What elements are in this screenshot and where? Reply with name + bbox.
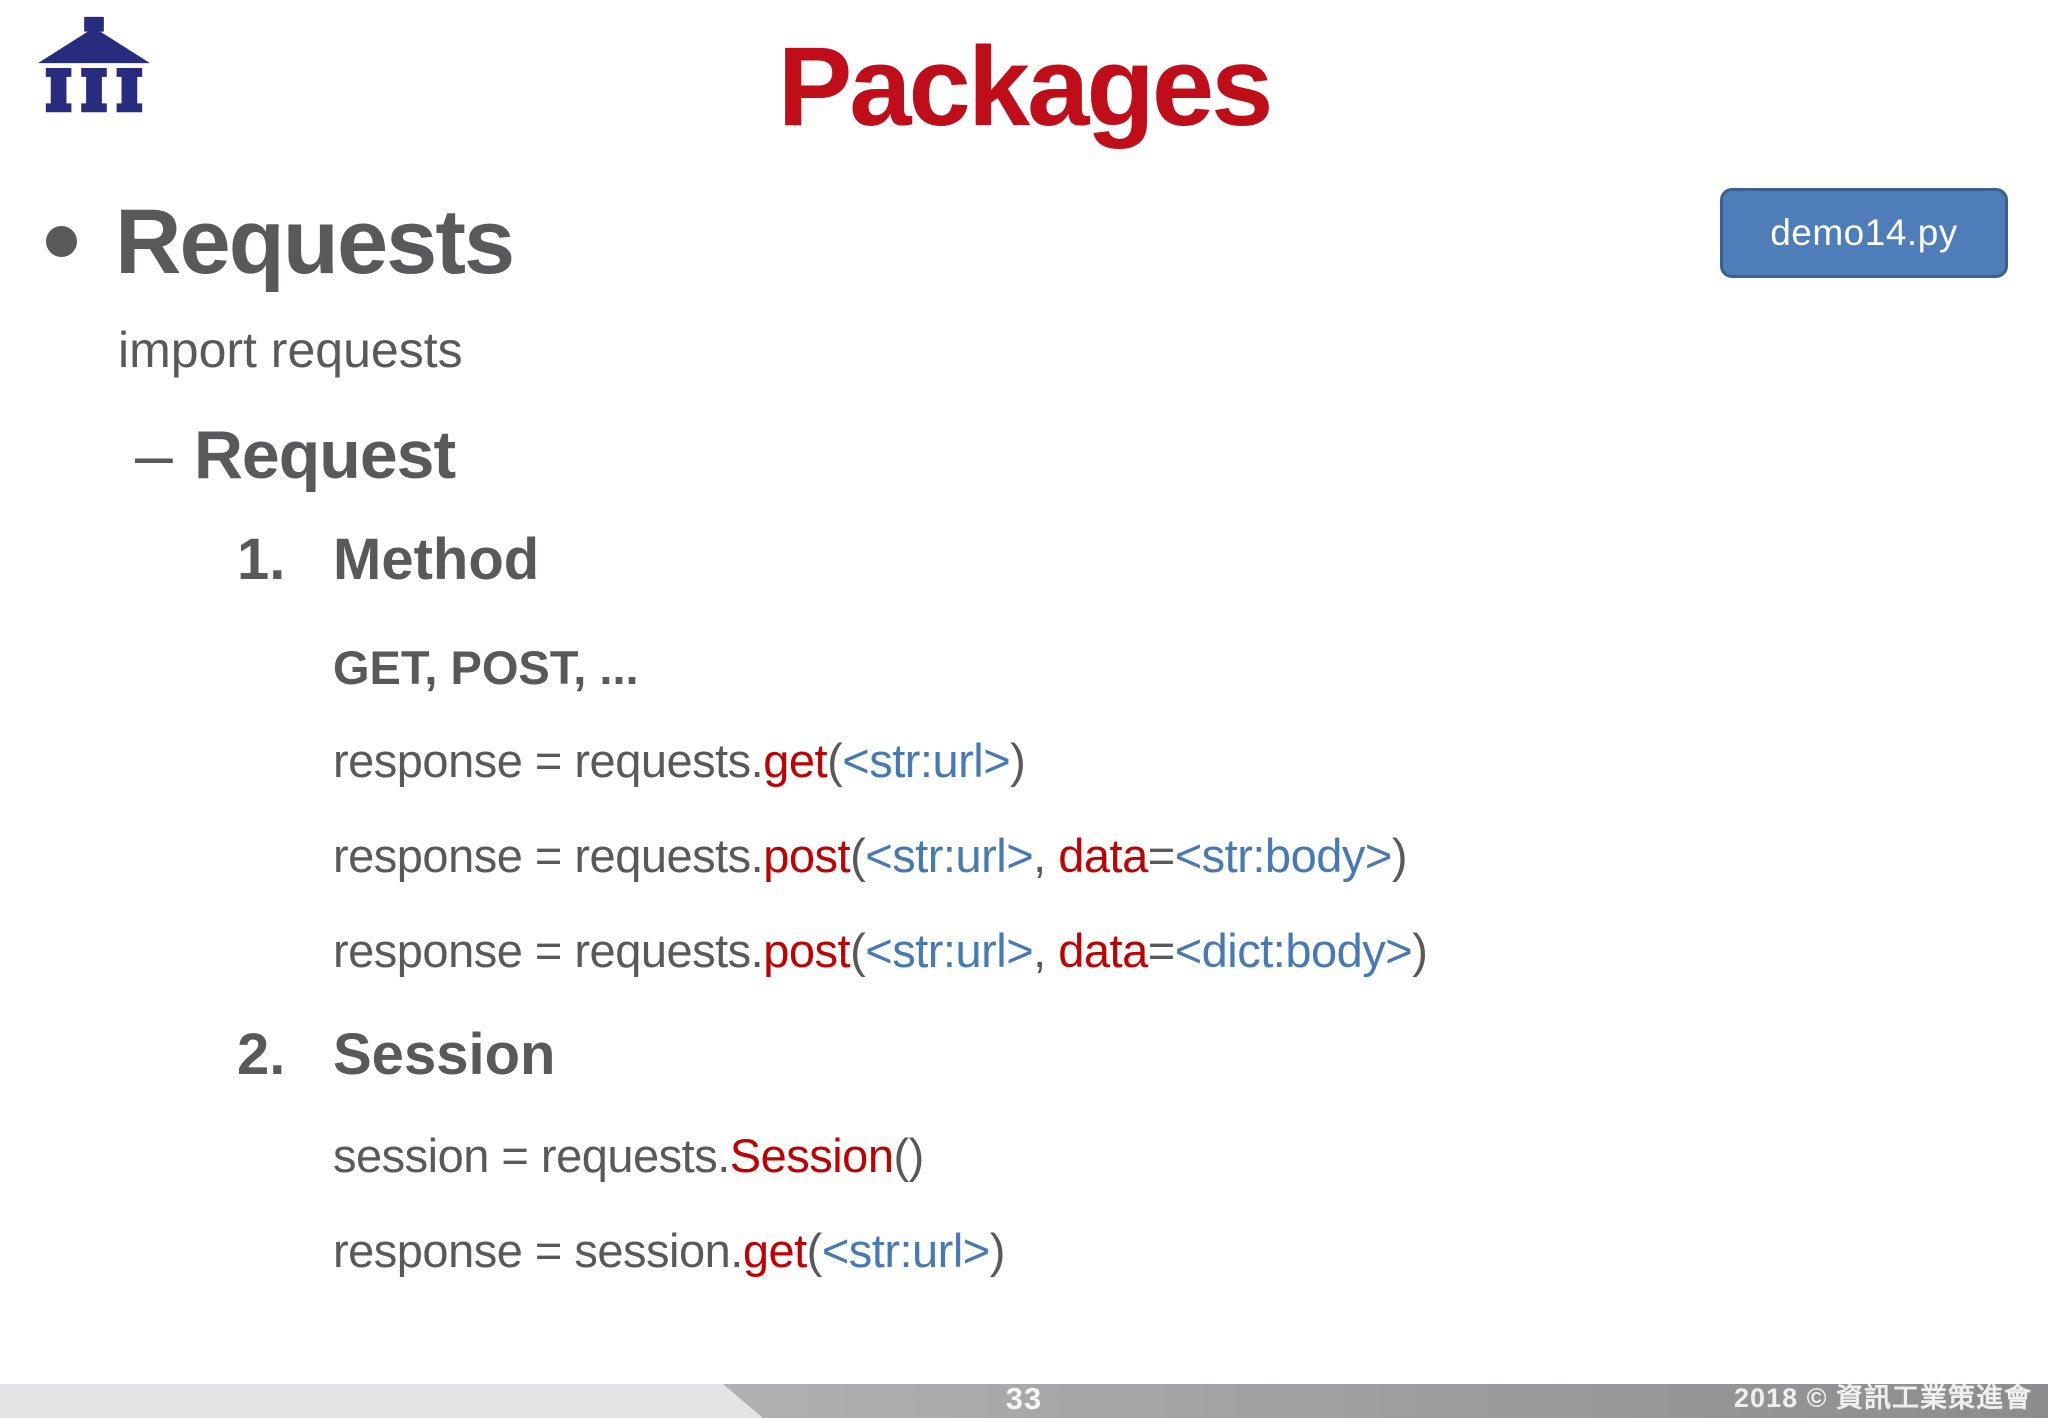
heading-request-label: Request: [193, 417, 456, 493]
code-segment: ): [1391, 829, 1408, 882]
code-segment: (): [893, 1129, 924, 1182]
code-segment: <dict:body>: [1174, 924, 1413, 977]
code-line: response = session.get(<str:url>): [333, 1225, 1005, 1277]
code-segment: <str:url>: [865, 829, 1034, 882]
code-segment: ): [1010, 734, 1026, 787]
code-segment: response = requests.: [333, 734, 764, 787]
method-subtitle: GET, POST, ...: [333, 641, 639, 694]
numbered-item-session: 2. Session: [237, 1023, 555, 1087]
code-line: response = requests.get(<str:url>): [333, 734, 1026, 787]
numbered-item-method: 1. Method: [237, 528, 539, 592]
page-number: 33: [1005, 1381, 1043, 1416]
code-segment: <str:body>: [1174, 829, 1393, 882]
code-segment: data: [1058, 829, 1148, 882]
code-segment: (: [827, 734, 843, 787]
item-label: Session: [333, 1022, 556, 1087]
code-segment: <str:url>: [821, 1224, 990, 1277]
code-segment: <str:url>: [865, 924, 1034, 977]
logo-roof: [37, 27, 151, 64]
code-segment: post: [763, 829, 851, 882]
code-segment: ): [1412, 924, 1428, 977]
code-segment: =: [1147, 924, 1175, 977]
code-segment: data: [1058, 924, 1148, 977]
slide-title: Packages: [777, 24, 1274, 149]
code-segment: <str:url>: [842, 734, 1011, 787]
logo-columns: [45, 67, 143, 113]
code-segment: response = requests.: [333, 924, 764, 977]
code-segment: (: [806, 1224, 823, 1277]
code-segment: ): [989, 1224, 1006, 1277]
code-segment: session = requests.: [333, 1129, 730, 1182]
code-line: session = requests.Session(): [333, 1130, 924, 1182]
code-segment: ,: [1033, 924, 1059, 977]
code-segment: response = requests.: [333, 829, 764, 882]
code-line: response = requests.post(<str:url>, data…: [333, 830, 1407, 882]
footer-dark-segment: [723, 1384, 2048, 1418]
code-segment: response = session.: [333, 1224, 743, 1277]
item-number: 1.: [237, 527, 286, 592]
heading-request: –Request: [135, 417, 456, 493]
code-segment: (: [850, 829, 866, 882]
institution-logo-icon: [37, 16, 151, 113]
code-segment: (: [850, 924, 866, 977]
code-segment: get: [763, 734, 828, 787]
code-line: response = requests.post(<str:url>, data…: [333, 924, 1428, 977]
copyright-text: 2018 © 資訊工業策進會: [1734, 1383, 2032, 1413]
code-segment: =: [1147, 829, 1175, 882]
bullet-dot: [46, 226, 77, 257]
logo-chimney: [84, 16, 104, 32]
heading-requests: Requests: [115, 191, 515, 293]
code-segment: Session: [729, 1129, 894, 1182]
import-requests-line: import requests: [118, 322, 463, 378]
code-segment: ,: [1033, 829, 1059, 882]
demo-file-badge: demo14.py: [1720, 188, 2008, 278]
item-label: Method: [333, 527, 540, 592]
dash-bullet: –: [135, 417, 173, 493]
item-number: 2.: [237, 1022, 286, 1087]
footer-bar: 33 2018 © 資訊工業策進會: [0, 1381, 2048, 1418]
code-segment: get: [742, 1224, 807, 1277]
code-segment: post: [763, 924, 851, 977]
